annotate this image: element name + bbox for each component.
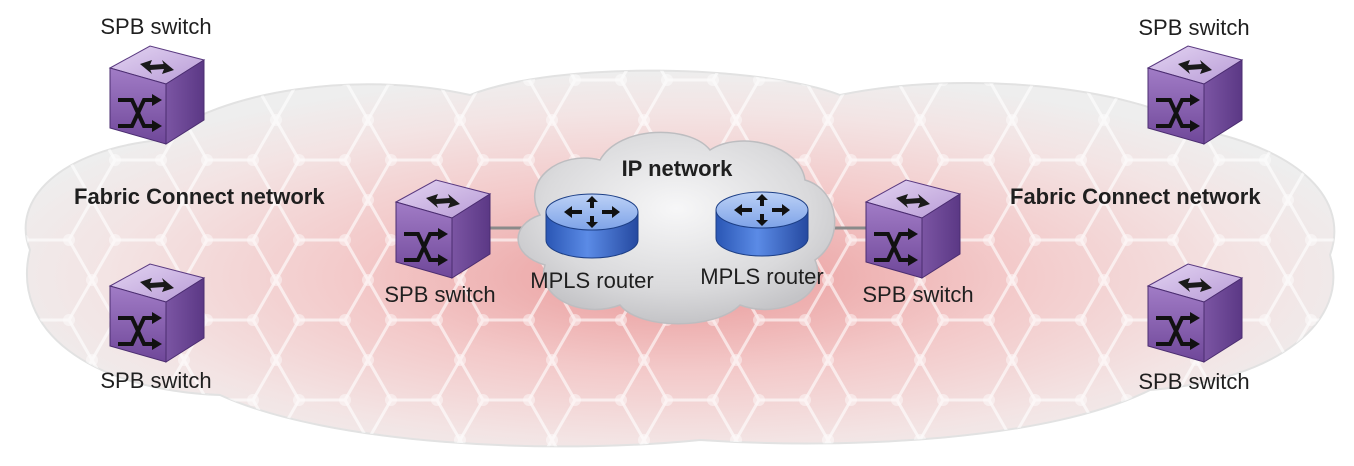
fabric-label-right: Fabric Connect network [1010, 184, 1261, 209]
router-label-left: MPLS router [530, 268, 654, 293]
spb-switch-inner-left-icon [394, 178, 492, 280]
fabric-label-left: Fabric Connect network [74, 184, 325, 209]
switch-label-top-left: SPB switch [100, 14, 212, 39]
spb-switch-bottom-right-icon [1146, 262, 1244, 364]
spb-switch-bottom-left-icon [108, 262, 206, 364]
switch-label-bottom-left: SPB switch [100, 368, 212, 393]
spb-switch-top-left-icon [108, 44, 206, 146]
ip-network-cloud [517, 131, 836, 325]
switch-label-bottom-right: SPB switch [1138, 369, 1250, 394]
spb-switch-inner-right-icon [864, 178, 962, 280]
spb-switch-top-right-icon [1146, 44, 1244, 146]
mpls-router-right-icon [715, 191, 809, 257]
switch-label-inner-left: SPB switch [384, 282, 496, 307]
mpls-router-left-icon [545, 193, 639, 259]
switch-label-inner-right: SPB switch [862, 282, 974, 307]
ip-network-label: IP network [621, 156, 733, 181]
router-label-right: MPLS router [700, 264, 824, 289]
switch-label-top-right: SPB switch [1138, 15, 1250, 40]
